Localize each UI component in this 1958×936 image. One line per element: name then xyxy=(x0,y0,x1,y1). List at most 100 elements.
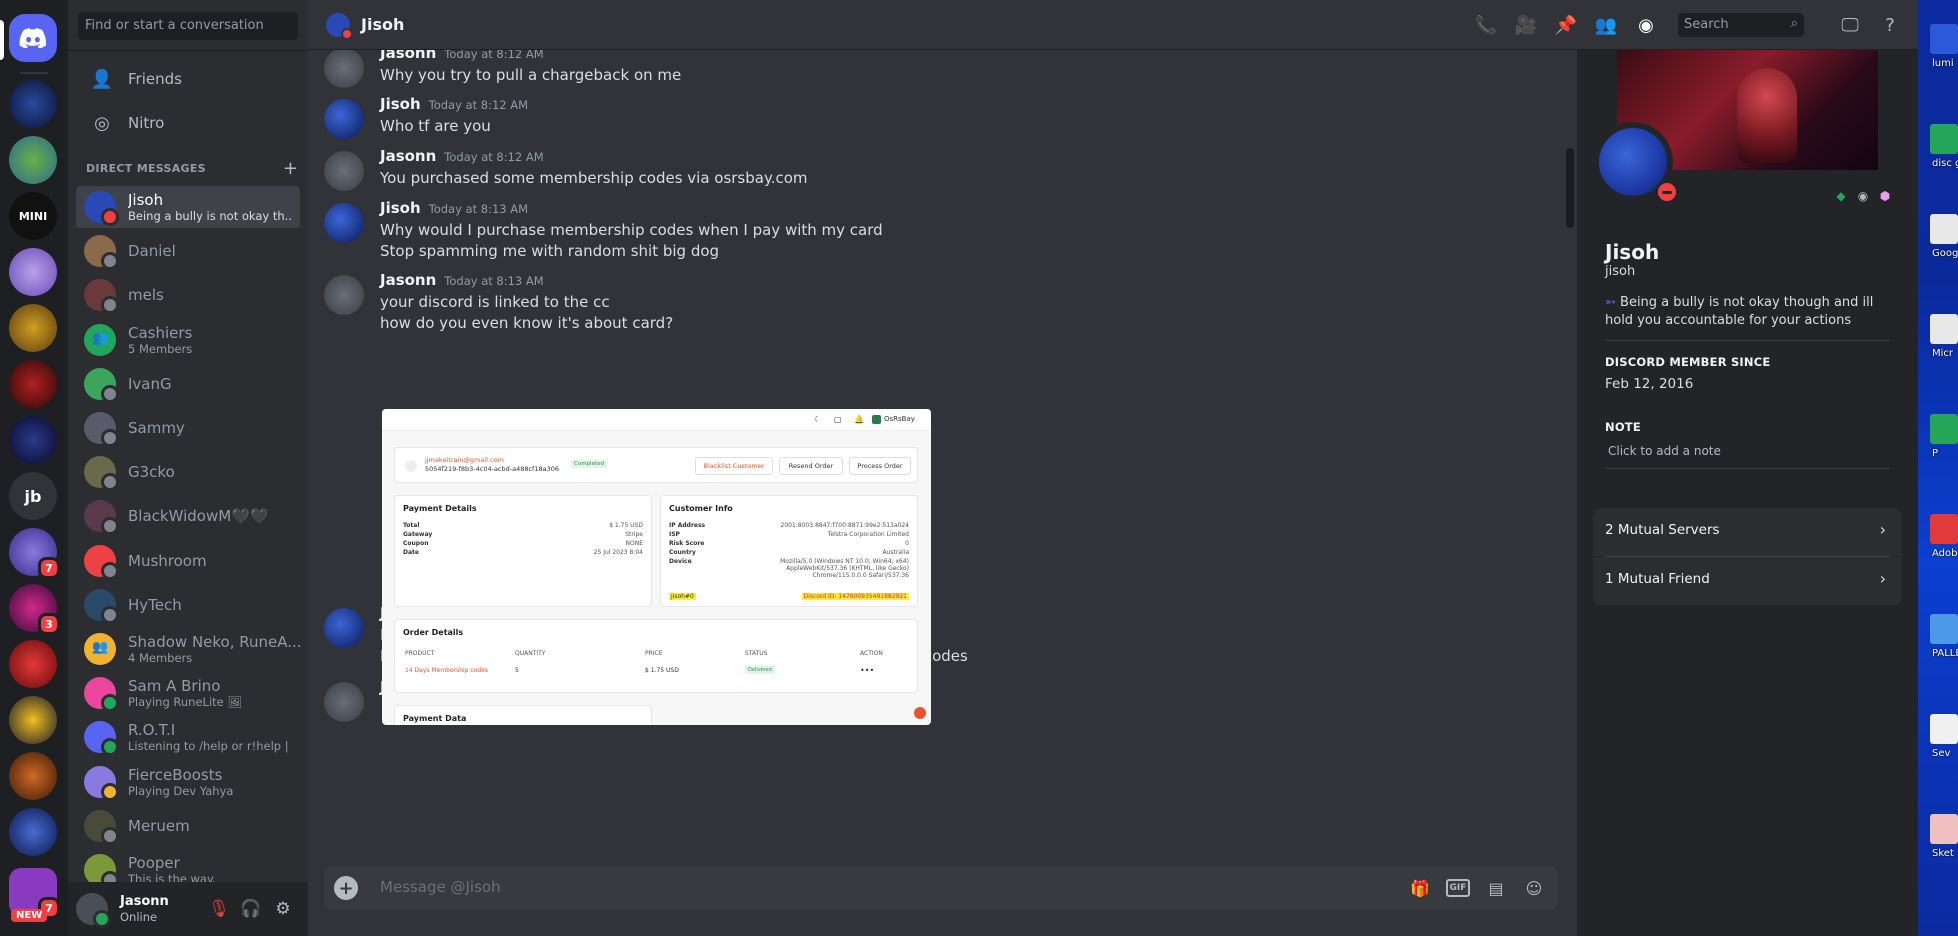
user-profile-toggle-icon[interactable]: ◉ xyxy=(1638,14,1654,36)
mutual-friends-row[interactable]: 1 Mutual Friend › xyxy=(1593,557,1902,605)
nitro-icon: ◎ xyxy=(94,112,110,134)
server-icon[interactable] xyxy=(9,80,57,128)
message-input[interactable]: Message @Jisoh xyxy=(380,878,501,896)
headphones-icon[interactable]: 🎧 xyxy=(240,899,262,919)
server-icon[interactable]: 7 xyxy=(9,528,60,579)
mute-icon[interactable]: 🎙 xyxy=(208,899,230,919)
status-indicator xyxy=(101,738,119,757)
message-composer[interactable]: + Message @Jisoh 🎁 GIF ▤ ☺ xyxy=(324,866,1558,910)
message-avatar[interactable] xyxy=(324,608,364,648)
server-icon[interactable] xyxy=(9,696,57,744)
inbox-icon[interactable]: 🖵 xyxy=(1841,14,1859,36)
server-icon-power-plugins[interactable] xyxy=(9,304,57,352)
message-avatar[interactable] xyxy=(324,99,364,139)
dm-item[interactable]: G3cko xyxy=(76,451,300,493)
server-icon[interactable] xyxy=(9,752,57,800)
divider xyxy=(68,50,308,51)
server-icon[interactable] xyxy=(9,248,57,296)
desktop-shortcut-icon[interactable] xyxy=(1930,514,1958,544)
settings-gear-icon[interactable]: ⚙ xyxy=(275,899,291,919)
order-col-status: STATUS xyxy=(745,650,768,657)
create-dm-icon[interactable]: + xyxy=(282,158,298,179)
search-input[interactable]: Search ⌕ xyxy=(1678,13,1804,37)
server-icon[interactable] xyxy=(9,360,57,408)
gif-picker-button[interactable]: GIF xyxy=(1446,879,1470,897)
help-icon[interactable]: ? xyxy=(1885,14,1895,36)
dm-name: BlackWidowM🖤🖤 xyxy=(128,507,269,526)
dm-name: mels xyxy=(128,286,164,305)
site-name: OsRsBay xyxy=(884,415,915,423)
direct-messages-home-button[interactable] xyxy=(9,14,57,62)
message-avatar[interactable] xyxy=(324,151,364,191)
message-avatar[interactable] xyxy=(324,682,364,722)
dnd-status xyxy=(341,28,353,40)
message-avatar[interactable] xyxy=(324,50,364,88)
divider xyxy=(1605,468,1890,469)
server-icon[interactable] xyxy=(9,640,57,688)
dm-item[interactable]: Meruem xyxy=(76,805,300,847)
message-avatar[interactable] xyxy=(324,203,364,243)
dm-name: HyTech xyxy=(128,595,182,614)
dm-item[interactable]: HyTech xyxy=(76,584,300,626)
sticker-icon[interactable]: ▤ xyxy=(1488,878,1504,898)
note-input[interactable]: Click to add a note xyxy=(1608,444,1721,458)
dm-item[interactable]: IvanG xyxy=(76,363,300,405)
dm-item[interactable]: mels xyxy=(76,274,300,316)
nitro-nav-item[interactable]: ◎ Nitro xyxy=(76,102,300,144)
dm-item[interactable]: BlackWidowM🖤🖤 xyxy=(76,495,300,537)
server-icon-mini[interactable]: MINI xyxy=(9,192,57,240)
message-avatar[interactable] xyxy=(324,275,364,315)
mutual-servers-row[interactable]: 2 Mutual Servers › xyxy=(1593,508,1902,556)
video-call-icon[interactable]: 🎥 xyxy=(1514,14,1538,36)
divider xyxy=(1605,556,1890,557)
dm-item[interactable]: 👥Shadow Neko, RuneA...4 Members xyxy=(76,628,302,670)
nitro-badge-icon[interactable]: ◉ xyxy=(1857,189,1869,203)
server-icon[interactable] xyxy=(9,808,57,856)
desktop-shortcut-icon[interactable] xyxy=(1930,614,1958,644)
pinned-messages-icon[interactable]: 📌 xyxy=(1554,14,1578,36)
dm-item[interactable]: Mushroom xyxy=(76,540,300,582)
desktop-shortcut-icon[interactable] xyxy=(1930,314,1958,344)
desktop-shortcut-icon[interactable] xyxy=(1930,714,1958,744)
order-col-product: PRODUCT xyxy=(405,650,435,657)
desktop-shortcut-icon[interactable] xyxy=(1930,214,1958,244)
server-icon[interactable] xyxy=(9,416,57,464)
hypesquad-badge-icon[interactable]: ◆ xyxy=(1836,189,1846,203)
mention-badge: 7 xyxy=(38,557,60,579)
add-friends-to-dm-icon[interactable]: 👥 xyxy=(1594,14,1618,36)
dm-item[interactable]: Daniel xyxy=(76,230,300,272)
desktop-shortcut-icon[interactable] xyxy=(1930,414,1958,444)
server-icon-jb[interactable]: jb xyxy=(9,472,57,520)
emoji-icon[interactable]: ☺ xyxy=(1525,878,1543,898)
find-conversation-input[interactable]: Find or start a conversation xyxy=(78,12,298,40)
search-placeholder: Search xyxy=(1684,17,1729,32)
desktop-shortcut-icon[interactable] xyxy=(1930,814,1958,844)
dm-status: Playing Dev Yahya xyxy=(128,783,234,798)
member-since-date: Feb 12, 2016 xyxy=(1605,376,1694,392)
dm-item[interactable]: Sammy xyxy=(76,407,300,449)
server-icon[interactable] xyxy=(9,136,57,184)
friends-nav-item[interactable]: 👤 Friends xyxy=(76,58,300,100)
boost-badge-icon[interactable]: ⬢ xyxy=(1879,189,1891,203)
desktop-shortcut-icon[interactable] xyxy=(1930,124,1958,154)
voice-call-icon[interactable]: 📞 xyxy=(1474,14,1498,36)
desktop-shortcut-icon[interactable] xyxy=(1930,24,1958,54)
scrollbar[interactable] xyxy=(1566,148,1574,228)
upload-plus-icon[interactable]: + xyxy=(334,876,358,900)
image-attachment[interactable]: ☾ ▢ 🔔 OsRsBay jjmakeitrain@gmail.com 505… xyxy=(382,409,931,725)
server-icon[interactable]: 7 NEW xyxy=(9,868,60,922)
server-icon[interactable]: 3 xyxy=(9,584,60,635)
avatar[interactable] xyxy=(76,893,111,928)
gift-icon[interactable]: 🎁 xyxy=(1410,878,1430,898)
